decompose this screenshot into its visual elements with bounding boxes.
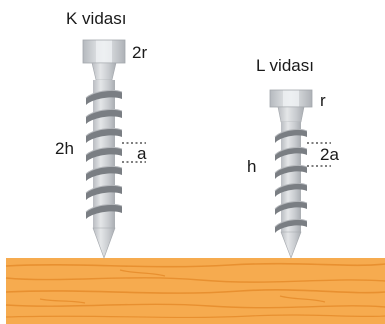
screw-l-head xyxy=(269,89,313,108)
screw-k-threads xyxy=(85,89,123,219)
screw-l-length-label: h xyxy=(247,157,256,176)
screw-k-pitch-markers xyxy=(122,142,146,163)
screw-k-neck xyxy=(91,62,117,81)
screw-k-title: K vidası xyxy=(66,9,126,28)
screw-k-head xyxy=(82,39,126,64)
screw-k-head-label: 2r xyxy=(132,43,147,62)
screw-k-length-label: 2h xyxy=(55,139,74,158)
wood-plank xyxy=(5,258,385,324)
screw-k-pitch-label: a xyxy=(137,144,147,163)
screw-k-tip xyxy=(92,227,116,259)
screw-l-pitch-markers xyxy=(307,142,331,167)
screw-l-pitch-label: 2a xyxy=(320,145,339,164)
screw-l-tip xyxy=(280,231,302,259)
screw-l-title: L vidası xyxy=(256,56,314,75)
screw-l-neck xyxy=(277,106,305,123)
screw-l-threads xyxy=(274,128,308,233)
screw-l xyxy=(269,89,331,259)
screw-l-shank xyxy=(281,122,301,232)
screw-k xyxy=(82,39,146,259)
screw-l-head-label: r xyxy=(320,91,326,110)
